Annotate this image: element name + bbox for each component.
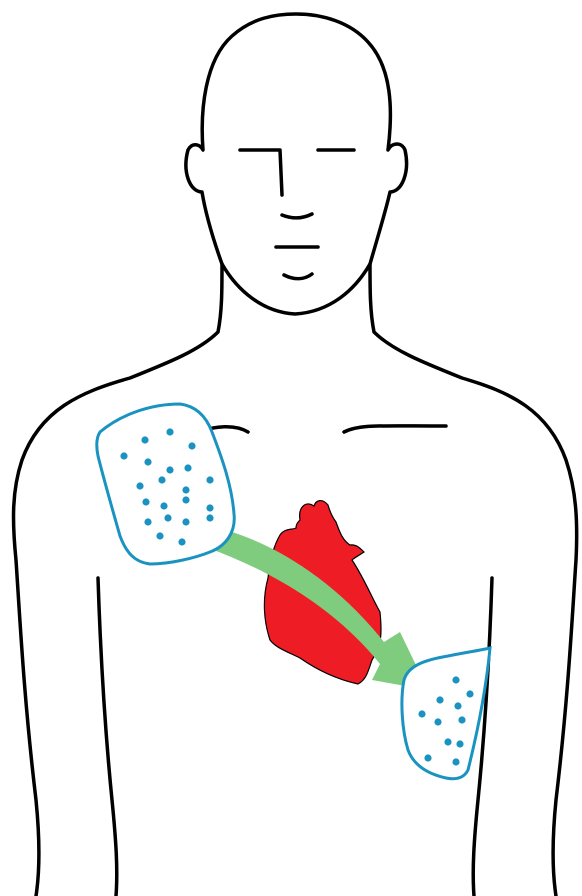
- right-collarbone: [344, 426, 446, 432]
- pad-dot: [466, 690, 473, 697]
- pad-dot: [434, 718, 441, 725]
- pad-dot: [178, 538, 185, 545]
- pad-dot: [418, 710, 425, 717]
- torso-outline-right: [370, 264, 577, 896]
- torso-outline-left: [14, 264, 222, 896]
- pad-dot: [166, 428, 173, 435]
- pad-dot: [166, 466, 173, 473]
- pad-dot: [182, 518, 189, 525]
- pad-dot: [424, 754, 431, 761]
- pad-dot: [182, 486, 189, 493]
- pad-dot: [206, 514, 213, 521]
- pad-dot: [144, 518, 151, 525]
- pad-dot: [206, 476, 213, 483]
- left-arm-inner-line: [98, 578, 117, 896]
- pad-dot: [144, 458, 151, 465]
- pad-dot: [184, 464, 191, 471]
- pad-dot: [164, 514, 171, 521]
- pad-dot: [456, 740, 463, 747]
- pad-dot: [141, 436, 148, 443]
- head-outline: [186, 14, 407, 314]
- pad-dot: [444, 738, 451, 745]
- pad-dot: [206, 504, 213, 511]
- pad-dot: [452, 758, 459, 765]
- pad-dot: [452, 676, 459, 683]
- pad-dot: [156, 532, 163, 539]
- chin-line: [284, 274, 312, 279]
- pad-dot: [136, 482, 143, 489]
- defibrillator-pad-icon: [402, 648, 490, 779]
- pad-dot: [120, 452, 127, 459]
- pad-dot: [436, 696, 443, 703]
- left-eye-brow: [240, 150, 282, 195]
- nose-line: [282, 214, 312, 218]
- pad-dot: [458, 716, 465, 723]
- pad-dot: [182, 496, 189, 503]
- pad-dot: [188, 442, 195, 449]
- pad-dot: [454, 702, 461, 709]
- pad-dot: [160, 502, 167, 509]
- pad-dot: [142, 498, 149, 505]
- pad-dot: [158, 476, 165, 483]
- lower-left-side-pad: [402, 648, 490, 779]
